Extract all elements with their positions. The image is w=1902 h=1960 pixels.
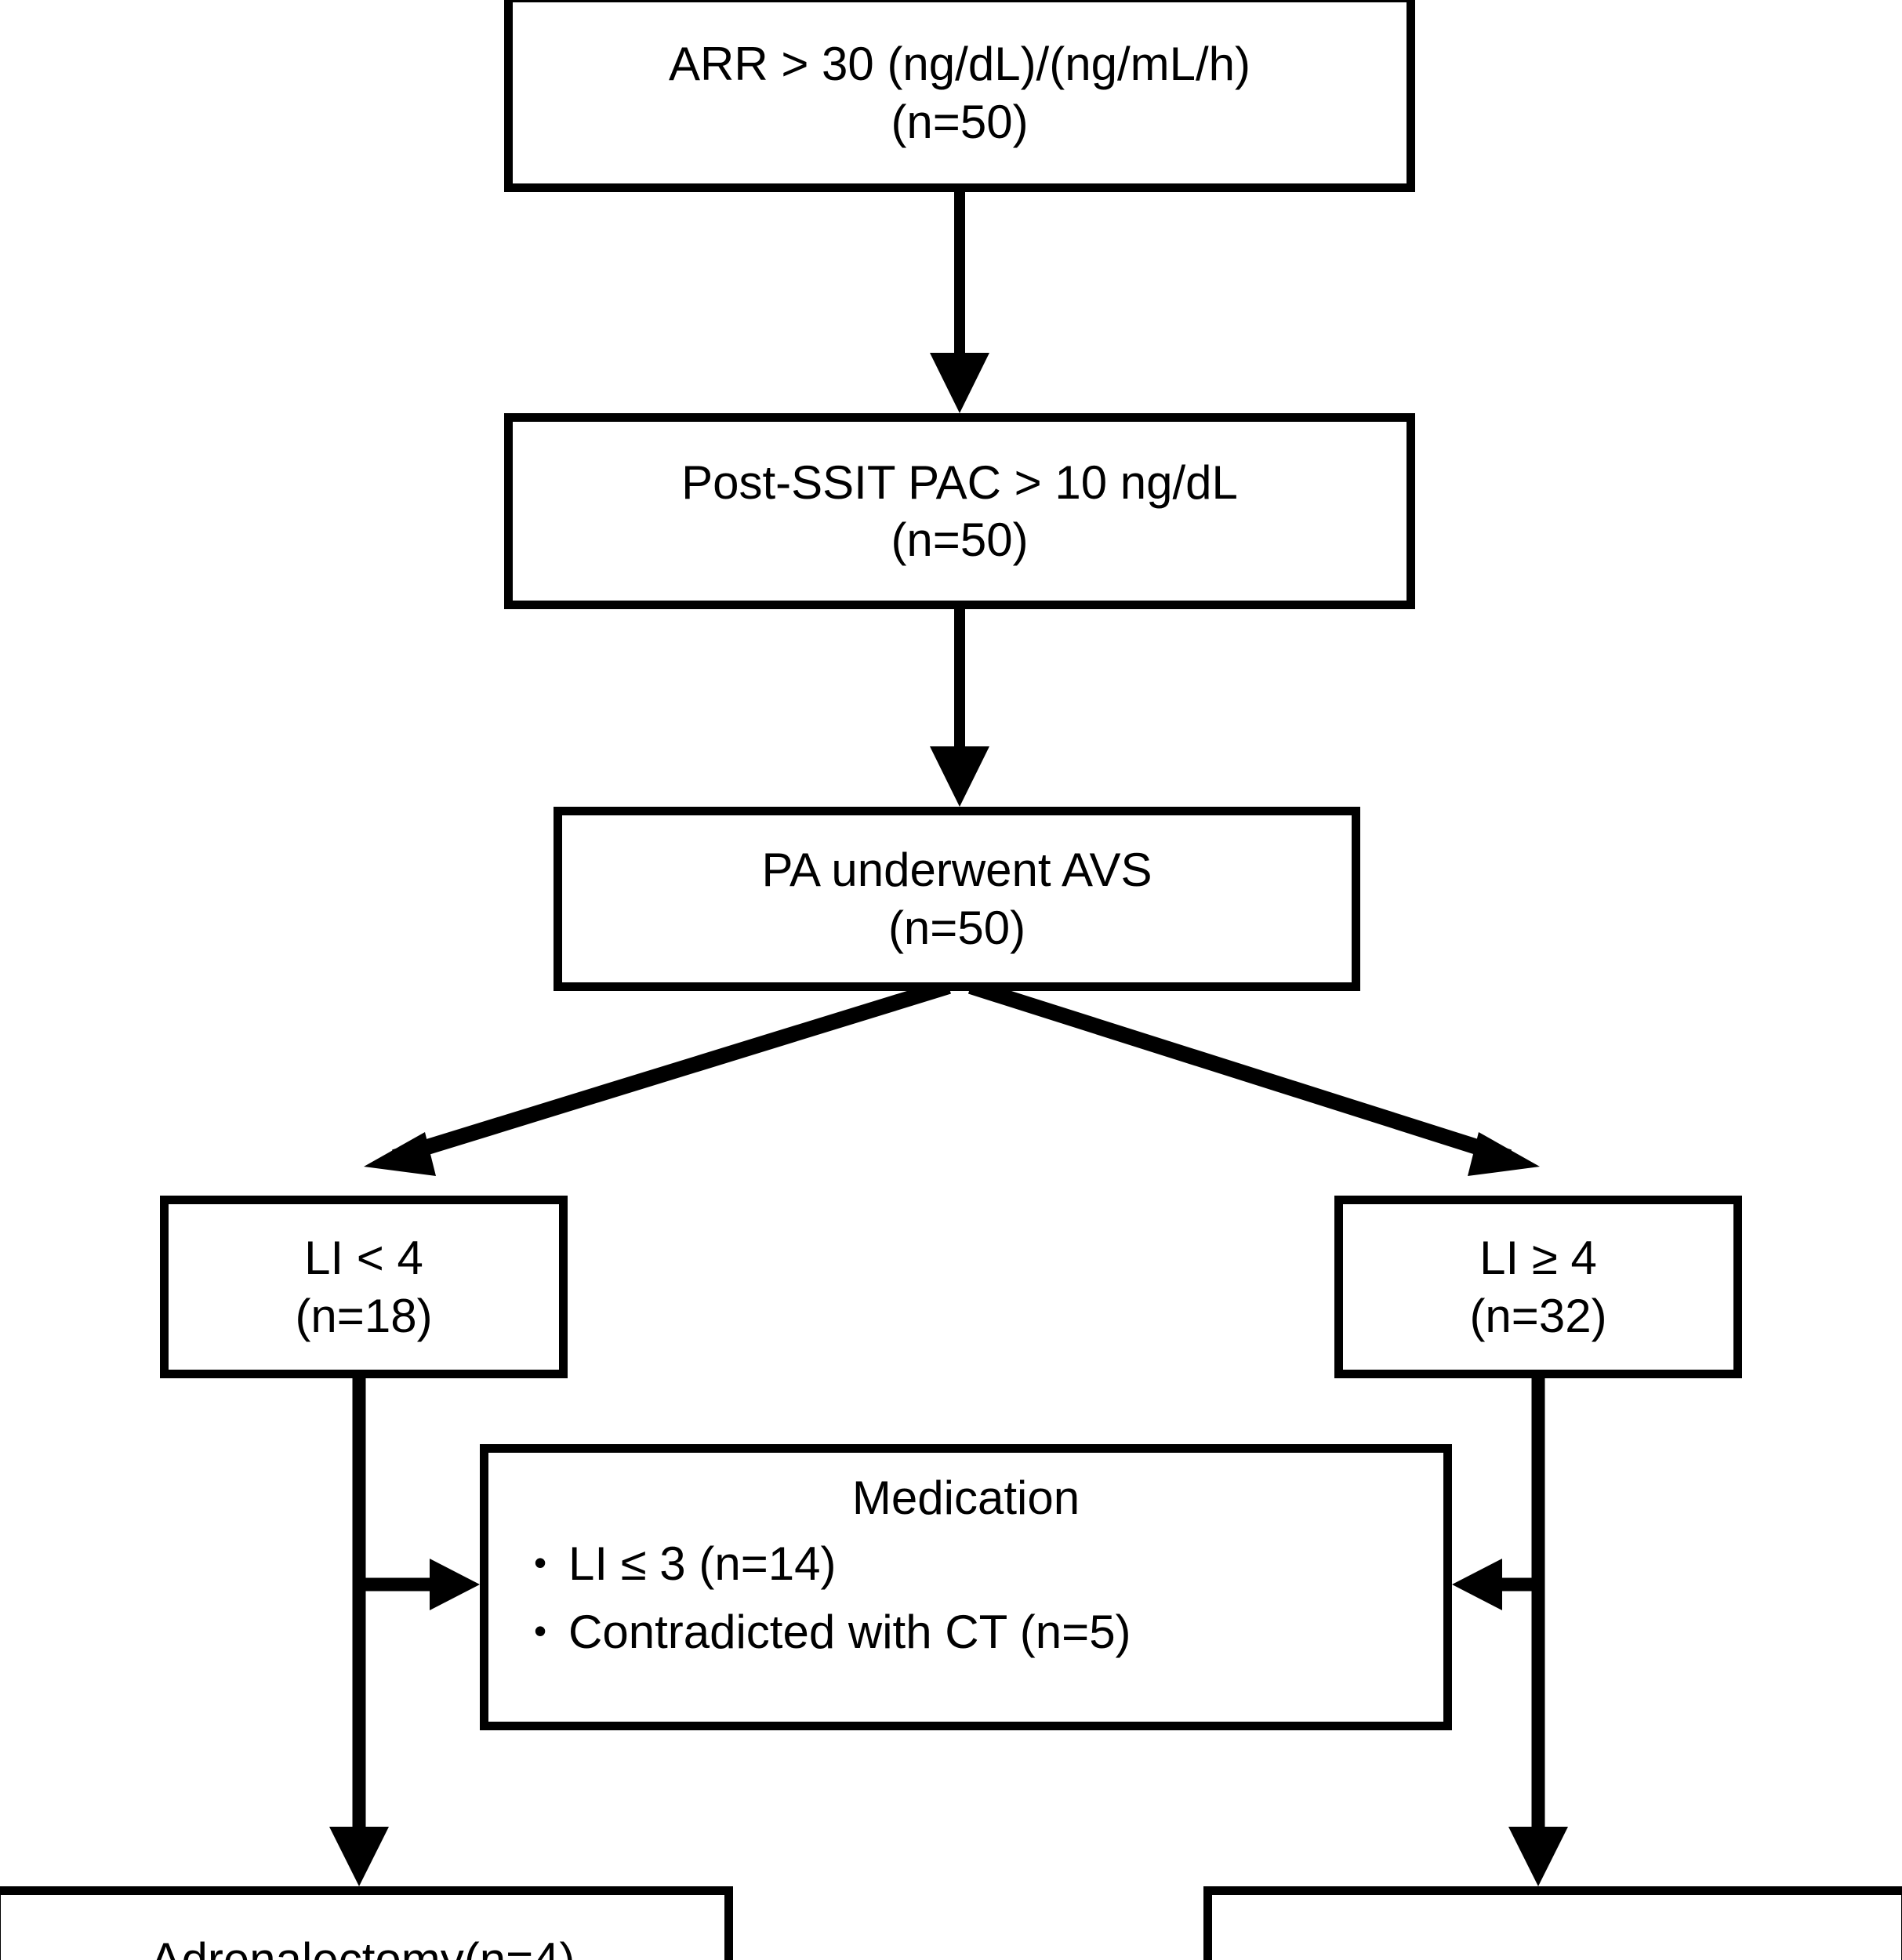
node-li-less-than-4: LI < 4 (n=18): [160, 1196, 568, 1378]
node-medication: Medication • LI ≤ 3 (n=14) • Contradicte…: [480, 1444, 1452, 1730]
edge-arr-to-ssit: [930, 192, 989, 413]
edge-li-high-to-adx-right: [1508, 1378, 1568, 1886]
node-ssit-line-1: Post-SSIT PAC > 10 ng/dL: [681, 456, 1238, 509]
medication-bullet-list: • LI ≤ 3 (n=14) • Contradicted with CT (…: [512, 1526, 1420, 1663]
node-pa-underwent-avs: PA underwent AVS (n=50): [554, 807, 1360, 991]
node-arr-line-2: (n=50): [891, 95, 1029, 148]
medication-bullet-item: • LI ≤ 3 (n=14): [512, 1534, 1420, 1595]
edge-avs-to-li-high: [967, 978, 1540, 1176]
node-li-greater-equal-4: LI ≥ 4 (n=32): [1334, 1196, 1742, 1378]
node-ssit-line-2: (n=50): [891, 514, 1029, 566]
edge-li-low-to-adx-left: [329, 1378, 389, 1886]
bullet-dot-icon: •: [533, 1610, 547, 1651]
medication-bullet-item: • Contradicted with CT (n=5): [512, 1602, 1420, 1663]
edge-li-high-to-medication: [1452, 1559, 1538, 1610]
node-li-high-line-1: LI ≥ 4: [1479, 1232, 1597, 1285]
node-avs-line-1: PA underwent AVS: [761, 844, 1152, 897]
edge-ssit-to-avs: [930, 609, 989, 807]
node-post-ssit-pac: Post-SSIT PAC > 10 ng/dL (n=50): [504, 413, 1415, 609]
medication-bullet-text: Contradicted with CT (n=5): [568, 1605, 1131, 1658]
medication-bullet-text: LI ≤ 3 (n=14): [568, 1537, 837, 1590]
node-arr-line-1: ARR > 30 (ng/dL)/(ng/mL/h): [668, 38, 1250, 91]
node-adrenalectomy-right: Adrenalectomy(n=27): [1203, 1886, 1902, 1960]
node-adrenalectomy-left: Adrenalectomy(n=4) LI > 3 and CLR < 1: [0, 1886, 733, 1960]
medication-title: Medication: [851, 1472, 1080, 1524]
edge-li-low-to-medication: [359, 1559, 480, 1610]
node-adx-left-line-1: Adrenalectomy(n=4): [150, 1933, 575, 1960]
node-li-high-line-2: (n=32): [1469, 1289, 1607, 1342]
node-arr-criterion: ARR > 30 (ng/dL)/(ng/mL/h) (n=50): [504, 0, 1415, 192]
node-li-low-line-1: LI < 4: [304, 1232, 423, 1285]
node-avs-line-2: (n=50): [887, 901, 1026, 954]
edge-avs-to-li-low: [364, 978, 951, 1176]
node-li-low-line-2: (n=18): [295, 1289, 433, 1342]
bullet-dot-icon: •: [533, 1542, 547, 1583]
